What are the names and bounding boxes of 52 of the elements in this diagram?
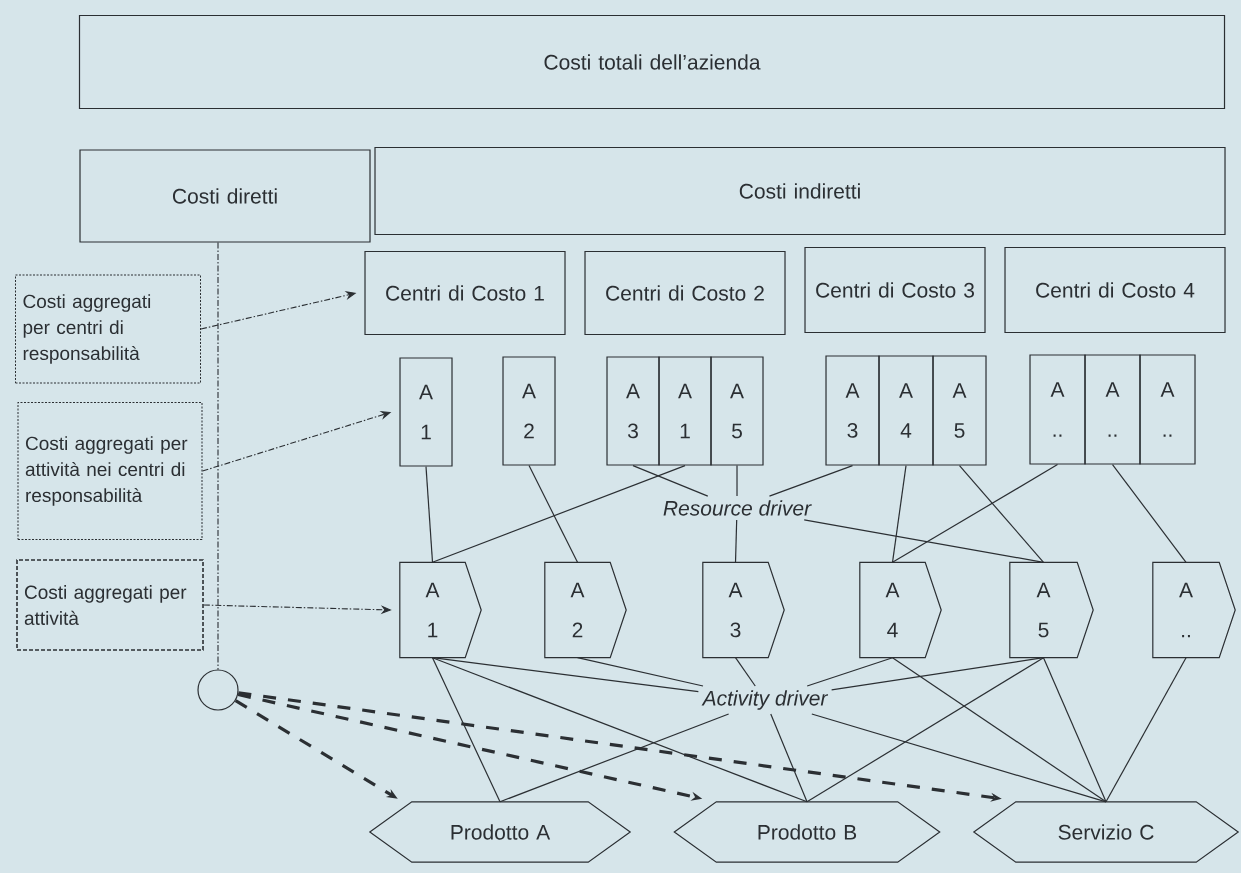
connector-line — [431, 657, 501, 803]
connector-line — [734, 519, 738, 563]
connector-line — [736, 465, 738, 497]
driver-label: Resource driver — [663, 500, 812, 516]
connector-line — [958, 465, 1045, 563]
connector-line — [891, 465, 907, 563]
activity-cell: A .. — [1029, 354, 1086, 465]
connector-line — [831, 657, 1045, 691]
connector-line — [806, 657, 1045, 803]
connector-line — [425, 466, 434, 563]
connector-line — [768, 465, 854, 497]
activity-cell: A 1 — [399, 357, 453, 467]
connector-line — [803, 519, 1045, 563]
connector-line — [1042, 657, 1107, 803]
junction-circle — [197, 669, 239, 711]
connector-line — [770, 713, 808, 803]
connector-line — [891, 657, 1107, 803]
connector-line — [632, 465, 709, 497]
cost-box: Centri di Costo 4 — [1004, 246, 1226, 334]
connector-line — [811, 713, 1107, 803]
connector-line — [576, 657, 704, 687]
activity-cell: A 3 — [825, 355, 880, 466]
activity-cell: A .. — [1139, 354, 1196, 465]
connector-line — [499, 713, 730, 803]
connector-line — [528, 465, 579, 563]
connector-line — [431, 657, 699, 693]
note-box: Costi aggregati per attività — [16, 559, 204, 651]
driver-label: Activity driver — [701, 690, 829, 710]
cost-box: Centri di Costo 2 — [584, 250, 786, 336]
connector-line — [891, 464, 1059, 563]
activity-cell: A .. — [1084, 354, 1141, 465]
cost-box: Centri di Costo 1 — [364, 250, 566, 336]
connector-line — [431, 465, 686, 563]
note-box: Costi aggregati per attività nei centri di responsabilità — [17, 402, 203, 540]
connector-line — [217, 242, 219, 670]
cost-box: Costi diretti — [79, 149, 371, 243]
cost-box: Centri di Costo 3 — [804, 246, 986, 334]
activity-cell: A 5 — [932, 355, 987, 466]
activity-cell: A 3 — [606, 356, 660, 466]
activity-cell: A 2 — [502, 356, 556, 466]
connector-line — [431, 657, 808, 803]
activity-cell: A 4 — [878, 355, 934, 466]
connector-line — [734, 657, 756, 687]
product-hexagon: Prodotto B — [673, 801, 941, 863]
cost-box: Costi indiretti — [374, 146, 1226, 236]
cost-box: Costi totali dell’azienda — [78, 14, 1226, 110]
activity-cell: A 5 — [710, 356, 764, 466]
connector-line — [1105, 657, 1187, 803]
note-box: Costi aggregati per centri di responsabilità — [15, 274, 201, 384]
connector-line — [806, 657, 894, 687]
activity-cell: A 1 — [658, 356, 712, 466]
connector-line — [1111, 464, 1187, 563]
